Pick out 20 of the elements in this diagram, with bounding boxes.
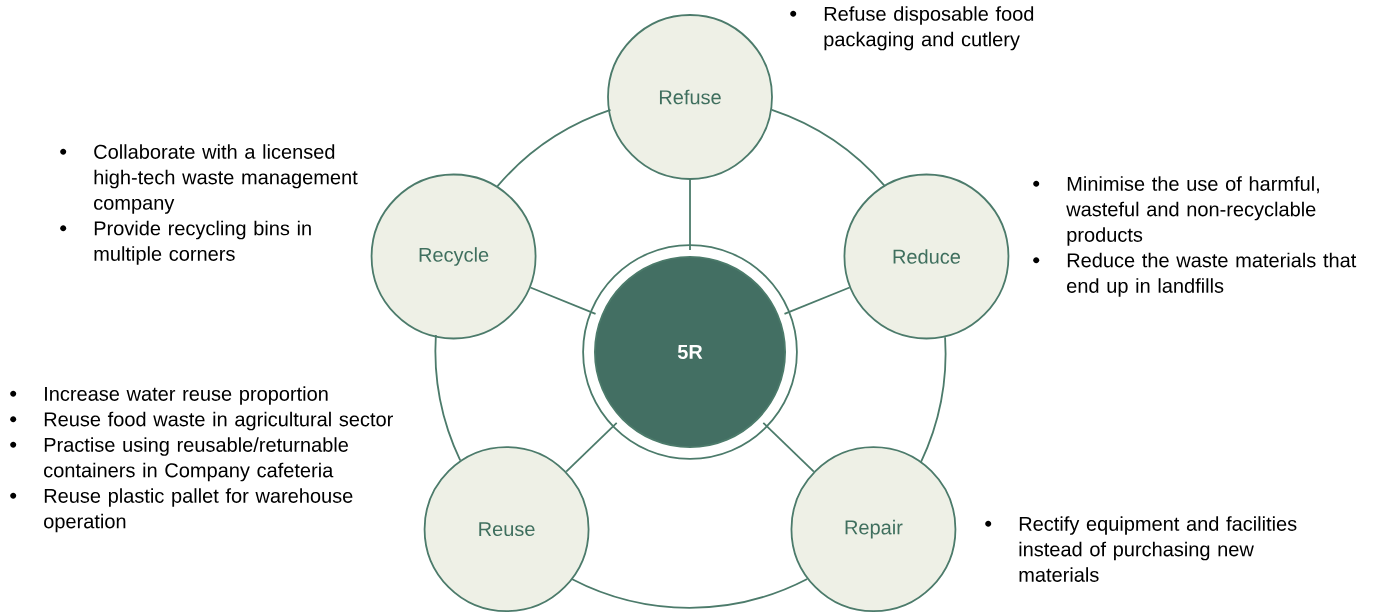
ring-arc bbox=[496, 109, 612, 188]
bullet-text: Minimise the use of harmful, wasteful and non-recyclable products bbox=[1066, 176, 1319, 246]
connector-line bbox=[762, 421, 815, 473]
bullet-text: Reduce the waste materials that end up in landfills bbox=[1067, 252, 1357, 297]
bullet-text: Increase water reuse proportion bbox=[45, 386, 328, 405]
bullet-text: Practise using reusable/returnable containers in Company cafeteria bbox=[44, 437, 348, 482]
connector-line bbox=[689, 179, 691, 251]
bullet-text: Provide recycling bins in multiple corners bbox=[94, 220, 311, 265]
ring-arc bbox=[919, 336, 947, 464]
ring-arc bbox=[570, 578, 809, 609]
bullet-text: Reuse plastic pallet for warehouse operation bbox=[44, 488, 353, 533]
connector-line bbox=[529, 286, 597, 315]
ring-arc bbox=[771, 109, 886, 188]
ring-arc bbox=[434, 334, 462, 462]
bullet-text: Collaborate with a licensed high-tech waste management company bbox=[94, 144, 358, 214]
connector-line bbox=[565, 421, 618, 473]
connector-line bbox=[783, 286, 851, 315]
bullet-text: Refuse disposable food packaging and cutlery bbox=[824, 6, 1034, 51]
bullet-text: Reuse food waste in agricultural sector bbox=[44, 411, 393, 431]
bullet-text: Rectify equipment and facilities instead of purchasing new materials bbox=[1019, 516, 1297, 582]
